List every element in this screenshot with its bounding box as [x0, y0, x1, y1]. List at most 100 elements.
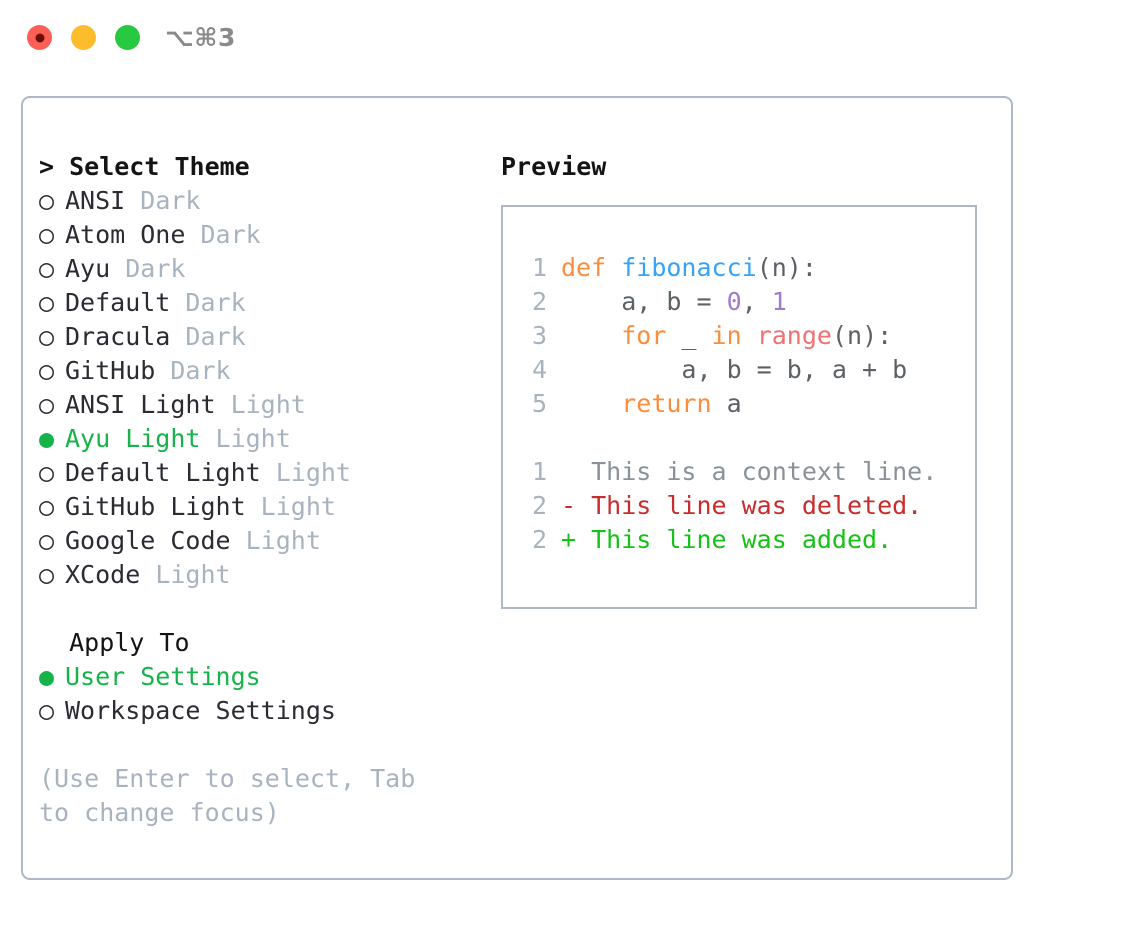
code-token	[561, 389, 621, 418]
close-button[interactable]	[27, 25, 52, 50]
radio-unselected-icon: ○	[39, 288, 55, 317]
theme-option-label: Default Light	[65, 458, 276, 487]
theme-option-label: Atom One	[65, 220, 201, 249]
line-number: 4	[531, 355, 547, 384]
code-line: 1 def fibonacci(n):	[519, 251, 975, 285]
theme-option-ansi[interactable]: ○ANSI Dark	[39, 184, 479, 218]
apply-to-option-list[interactable]: ● User Settings ○Workspace Settings	[39, 660, 479, 728]
theme-option-ayu-light[interactable]: ● Ayu Light Light	[39, 422, 479, 456]
theme-option-label: GitHub	[65, 356, 171, 385]
code-token: for	[621, 321, 667, 350]
radio-unselected-icon: ○	[39, 390, 55, 419]
theme-option-variant: Light	[230, 390, 306, 419]
theme-option-variant: Light	[245, 526, 321, 555]
diff-line: 2 - This line was deleted.	[519, 489, 975, 523]
minimize-button[interactable]	[71, 25, 96, 50]
theme-option-list[interactable]: ○ANSI Dark○Atom One Dark○Ayu Dark○Defaul…	[39, 184, 479, 592]
theme-option-default[interactable]: ○Default Dark	[39, 286, 479, 320]
radio-unselected-icon: ○	[39, 322, 55, 351]
theme-option-dracula[interactable]: ○ Dracula Dark	[39, 320, 479, 354]
radio-unselected-icon: ○	[39, 186, 55, 215]
theme-option-label: Ayu	[65, 254, 126, 283]
theme-option-label: Google Code	[65, 526, 246, 555]
code-token: def	[561, 253, 622, 282]
theme-option-label: Dracula	[65, 322, 186, 351]
theme-option-ansi-light[interactable]: ○ ANSI Light Light	[39, 388, 479, 422]
code-token: _	[666, 321, 712, 350]
theme-option-variant: Dark	[185, 322, 246, 351]
theme-option-default-light[interactable]: ○Default Light Light	[39, 456, 479, 490]
code-line: 5 return a	[519, 387, 975, 421]
diff-line: 2 + This line was added.	[519, 523, 975, 557]
theme-option-label: Ayu Light	[65, 424, 216, 453]
diff-line: 1 This is a context line.	[519, 455, 975, 489]
code-line: 3 for _ in range(n):	[519, 319, 975, 353]
line-number: 2	[531, 491, 547, 520]
code-token: (n):	[756, 253, 817, 282]
apply-to-option-workspace-settings[interactable]: ○Workspace Settings	[39, 694, 479, 728]
code-line: 4 a, b = b, a + b	[519, 353, 975, 387]
code-token: (n):	[831, 321, 893, 350]
theme-option-atom-one[interactable]: ○Atom One Dark	[39, 218, 479, 252]
diff-line-text: + This line was added.	[561, 525, 893, 554]
theme-option-variant: Dark	[125, 254, 186, 283]
theme-selector-panel: > Select Theme ○ANSI Dark○Atom One Dark○…	[21, 96, 1013, 880]
window-titlebar: ⌥⌘3	[0, 0, 1140, 78]
apply-to-option-label: Workspace Settings	[65, 696, 336, 725]
code-token: range	[756, 321, 832, 350]
apply-to-heading: Apply To	[39, 628, 190, 657]
code-token: fibonacci	[621, 253, 757, 282]
code-token: a	[711, 389, 742, 418]
line-number: 1	[531, 253, 547, 282]
theme-option-variant: Light	[155, 560, 231, 589]
code-token: in	[711, 321, 742, 350]
keyboard-hint-text: (Use Enter to select, Tab to change focu…	[39, 764, 431, 827]
theme-option-google-code[interactable]: ○ Google Code Light	[39, 524, 479, 558]
code-token: ,	[741, 287, 772, 316]
radio-selected-icon: ●	[39, 662, 55, 691]
theme-option-label: ANSI Light	[65, 390, 231, 419]
code-token: 0	[726, 287, 742, 316]
radio-selected-icon: ●	[39, 424, 55, 453]
code-line: 2 a, b = 0, 1	[519, 285, 975, 319]
list-spacer	[39, 592, 479, 626]
theme-option-ayu[interactable]: ○ Ayu Dark	[39, 252, 479, 286]
theme-option-variant: Light	[215, 424, 291, 453]
theme-option-label: GitHub Light	[65, 492, 261, 521]
diff-sample: 1 This is a context line.2- This line wa…	[519, 455, 975, 557]
theme-option-label: XCode	[65, 560, 156, 589]
theme-option-github-light[interactable]: ○GitHub Light Light	[39, 490, 479, 524]
theme-list-column: > Select Theme ○ANSI Dark○Atom One Dark○…	[39, 150, 479, 830]
code-diff-separator	[519, 421, 975, 455]
preview-heading: Preview	[501, 152, 607, 181]
radio-unselected-icon: ○	[39, 458, 55, 487]
theme-option-github[interactable]: ○ GitHub Dark	[39, 354, 479, 388]
line-number: 1	[531, 457, 547, 486]
radio-unselected-icon: ○	[39, 254, 55, 283]
theme-option-variant: Light	[260, 492, 336, 521]
window-title: ⌥⌘3	[165, 23, 236, 52]
select-theme-heading: > Select Theme	[39, 152, 250, 181]
code-token: a, b =	[561, 287, 727, 316]
apply-to-option-label: User Settings	[65, 662, 261, 691]
theme-option-label: Default	[65, 288, 186, 317]
code-token	[742, 321, 757, 350]
zoom-button[interactable]	[115, 25, 140, 50]
radio-unselected-icon: ○	[39, 356, 55, 385]
diff-line-text: - This line was deleted.	[561, 491, 923, 520]
code-token: 1	[771, 287, 787, 316]
line-number: 3	[531, 321, 547, 350]
radio-unselected-icon: ○	[39, 526, 55, 555]
theme-option-xcode[interactable]: ○XCode Light	[39, 558, 479, 592]
theme-option-variant: Dark	[170, 356, 231, 385]
line-number: 2	[531, 525, 547, 554]
code-token	[561, 321, 621, 350]
diff-line-text: This is a context line.	[561, 457, 938, 486]
apply-to-option-user-settings[interactable]: ● User Settings	[39, 660, 479, 694]
traffic-lights	[27, 25, 140, 50]
line-number: 2	[531, 287, 547, 316]
